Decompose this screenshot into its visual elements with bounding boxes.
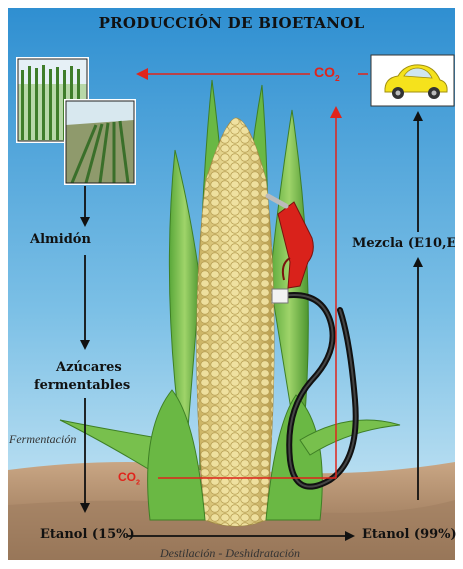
label-sugars-line2: fermentables <box>34 378 130 393</box>
label-ethanol-99: Etanol (99%) <box>362 527 457 542</box>
label-sugars-line1: Azúcares <box>56 360 122 375</box>
label-blend: Mezcla (E10,E85 <box>352 236 455 251</box>
corn-rows-photo <box>64 99 136 185</box>
car-icon <box>371 55 454 106</box>
label-fermentation: Fermentación <box>9 432 76 447</box>
co2-label-bottom: CO2 <box>118 470 140 486</box>
co2-label-top: CO2 <box>314 64 340 83</box>
label-distillation: Destilación - Deshidratación <box>160 546 300 561</box>
label-ethanol-15: Etanol (15%) <box>40 527 135 542</box>
diagram-title: PRODUCCIÓN DE BIOETANOL <box>0 14 463 32</box>
label-starch: Almidón <box>30 232 91 247</box>
